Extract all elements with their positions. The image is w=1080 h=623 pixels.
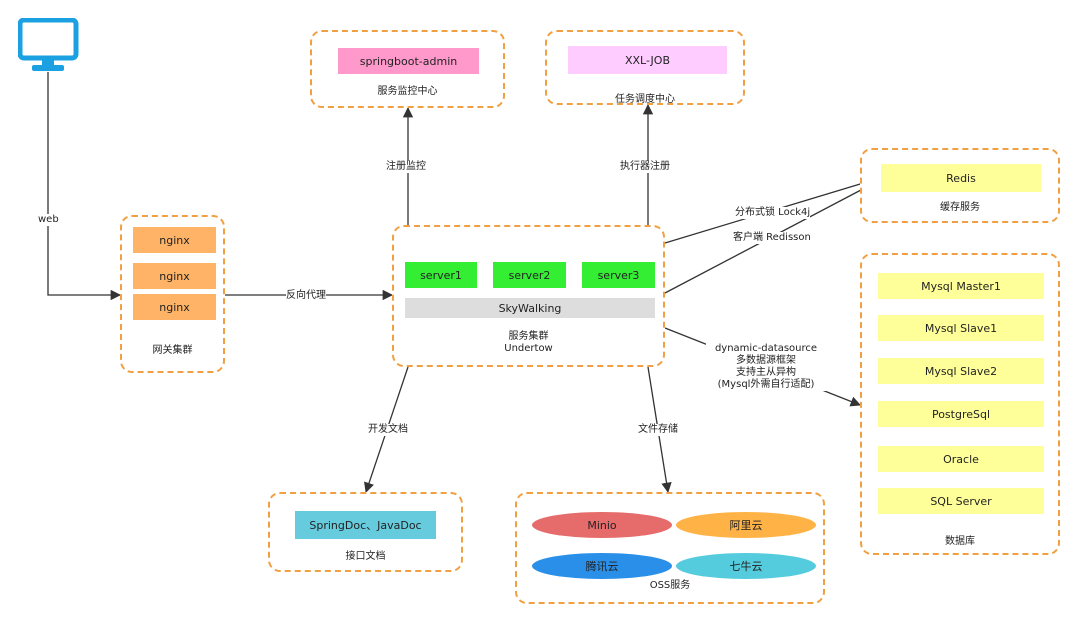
database-group: Mysql Master1 Mysql Slave1 Mysql Slave2 … <box>860 253 1060 555</box>
edge-label-executor-register: 执行器注册 <box>620 161 670 173</box>
monitor-icon <box>18 18 79 71</box>
springboot-admin-node: springboot-admin <box>338 48 479 74</box>
edge-label-web: web <box>38 214 59 226</box>
db-node-mysql-slave2: Mysql Slave2 <box>878 358 1044 384</box>
skywalking-node: SkyWalking <box>405 298 655 318</box>
oss-group: Minio 阿里云 腾讯云 七牛云 OSS服务 <box>515 492 825 604</box>
edge-web <box>47 72 122 301</box>
gateway-group: nginx nginx nginx 网关集群 <box>120 215 225 373</box>
oss-node-qiniu: 七牛云 <box>676 553 816 579</box>
db-node-sql-server: SQL Server <box>878 488 1044 514</box>
service-monitor-caption: 服务监控中心 <box>377 86 438 97</box>
cache-group: Redis 缓存服务 <box>860 148 1060 223</box>
edge-label-file-storage: 文件存储 <box>638 424 678 436</box>
oss-node-minio: Minio <box>532 512 672 538</box>
server3-node: server3 <box>582 262 655 288</box>
edge-label-redisson: 客户端 Redisson <box>733 232 811 244</box>
redis-node: Redis <box>881 164 1041 192</box>
task-scheduling-caption: 任务调度中心 <box>615 94 675 105</box>
cluster-caption-line1: 服务集群 <box>508 331 549 342</box>
edge-label-lock: 分布式锁 Lock4j <box>735 207 811 219</box>
db-node-mysql-master1: Mysql Master1 <box>878 273 1044 299</box>
edge-label-dev-docs: 开发文档 <box>368 424 408 436</box>
xxl-job-node: XXL-JOB <box>568 46 727 74</box>
gateway-caption: 网关集群 <box>152 345 193 356</box>
db-node-oracle: Oracle <box>878 446 1044 472</box>
nginx-node-3: nginx <box>133 294 216 320</box>
oss-node-tencent: 腾讯云 <box>532 553 672 579</box>
oss-caption: OSS服务 <box>649 580 691 591</box>
oss-node-aliyun: 阿里云 <box>676 512 816 538</box>
database-caption: 数据库 <box>945 536 975 547</box>
edge-label-proxy: 反向代理 <box>286 290 326 302</box>
nginx-node-2: nginx <box>133 263 216 289</box>
nginx-node-1: nginx <box>133 227 216 253</box>
api-docs-caption: 接口文档 <box>345 551 386 562</box>
datasource-line-2: 多数据源框架 <box>736 355 796 366</box>
cache-caption: 缓存服务 <box>940 202 980 213</box>
datasource-line-1: dynamic-datasource <box>714 343 818 354</box>
edge-label-register-monitor: 注册监控 <box>386 161 426 173</box>
cluster-caption-line2: Undertow <box>504 343 553 354</box>
server2-node: server2 <box>493 262 566 288</box>
edge-label-datasource: dynamic-datasource 多数据源框架 支持主从异构 (Mysql外… <box>706 343 826 391</box>
server1-node: server1 <box>405 262 477 288</box>
api-docs-group: SpringDoc、JavaDoc 接口文档 <box>268 492 463 572</box>
service-cluster-group: server1 server2 server3 SkyWalking 服务集群 … <box>392 225 665 367</box>
service-monitor-group: springboot-admin 服务监控中心 <box>310 30 505 108</box>
datasource-line-3: 支持主从异构 <box>736 367 796 378</box>
springdoc-javadoc-node: SpringDoc、JavaDoc <box>295 511 436 539</box>
db-node-mysql-slave1: Mysql Slave1 <box>878 315 1044 341</box>
task-scheduling-group: XXL-JOB 任务调度中心 <box>545 30 745 105</box>
datasource-line-4: (Mysql外需自行适配) <box>717 379 815 390</box>
db-node-postgresql: PostgreSql <box>878 401 1044 427</box>
